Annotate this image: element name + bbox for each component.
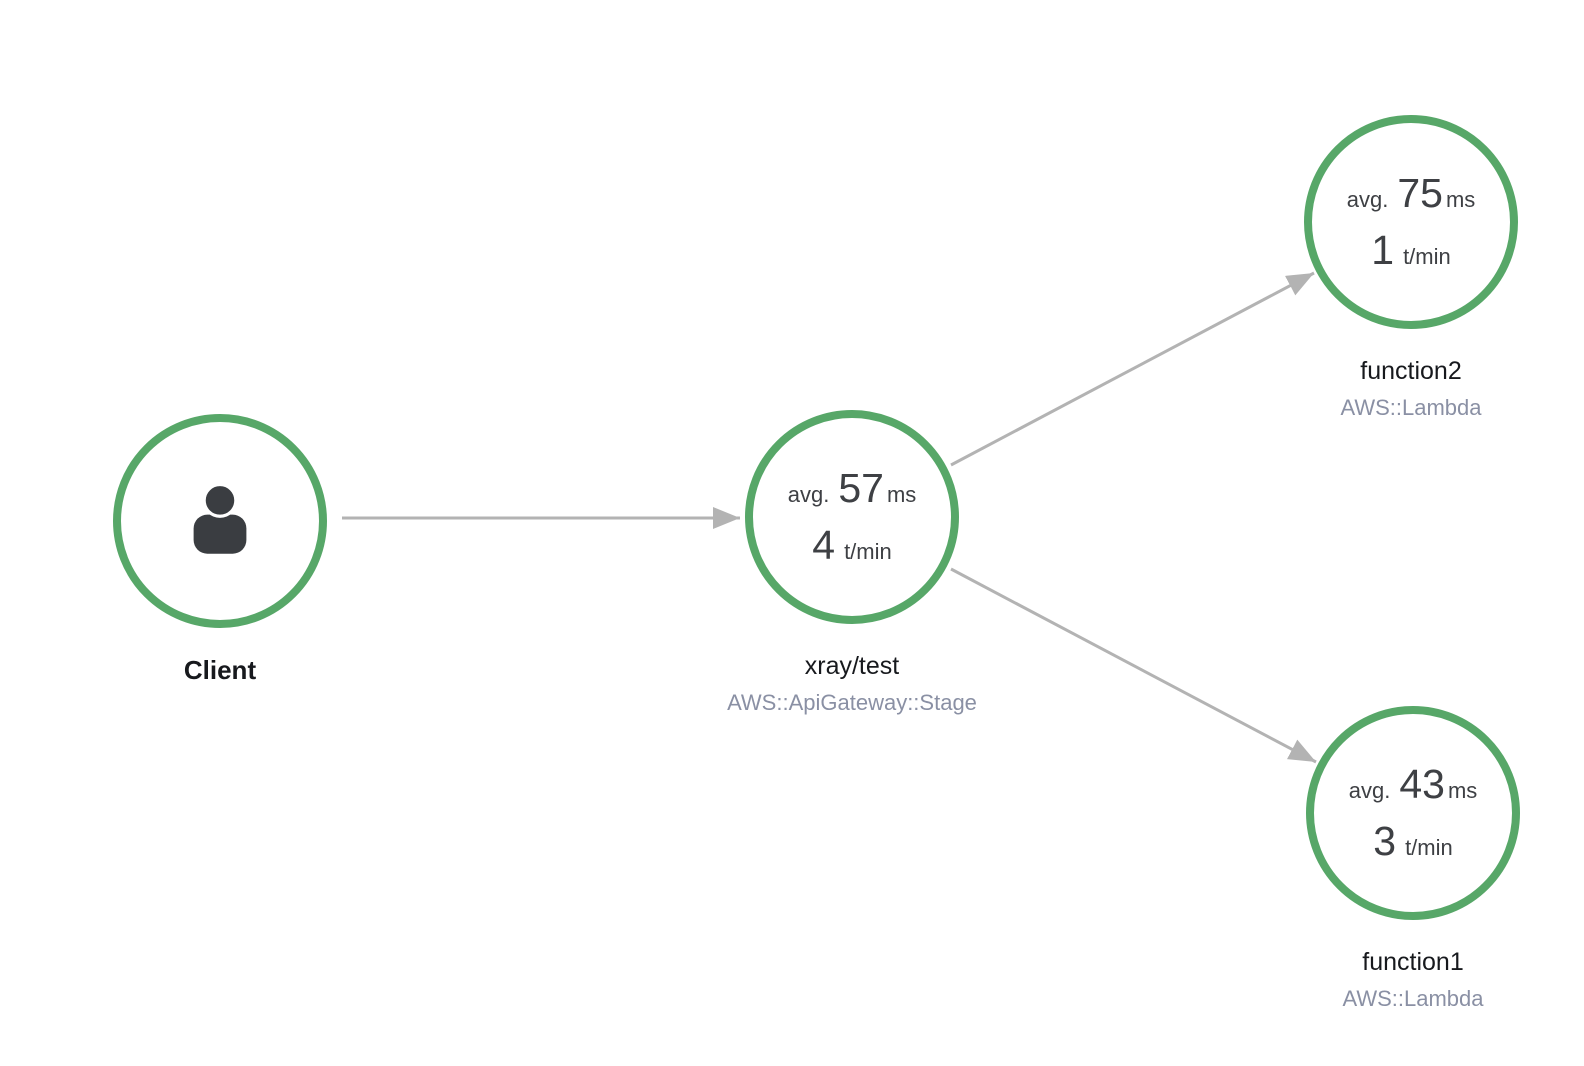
node-name: function1	[1362, 948, 1464, 976]
node-type: AWS::Lambda	[1342, 986, 1484, 1011]
node-name: xray/test	[804, 652, 900, 680]
edge-xray-test-to-function2[interactable]	[950, 271, 1315, 467]
user-icon	[193, 483, 247, 554]
node-type: AWS::ApiGateway::Stage	[727, 690, 977, 715]
edge-xray-test-to-function1[interactable]	[950, 567, 1317, 764]
node-type: AWS::Lambda	[1340, 395, 1482, 420]
node-client: Client	[60, 414, 380, 686]
node-name: Client	[183, 655, 257, 685]
node-client-circle[interactable]	[113, 414, 327, 628]
node-name: function2	[1360, 357, 1462, 385]
